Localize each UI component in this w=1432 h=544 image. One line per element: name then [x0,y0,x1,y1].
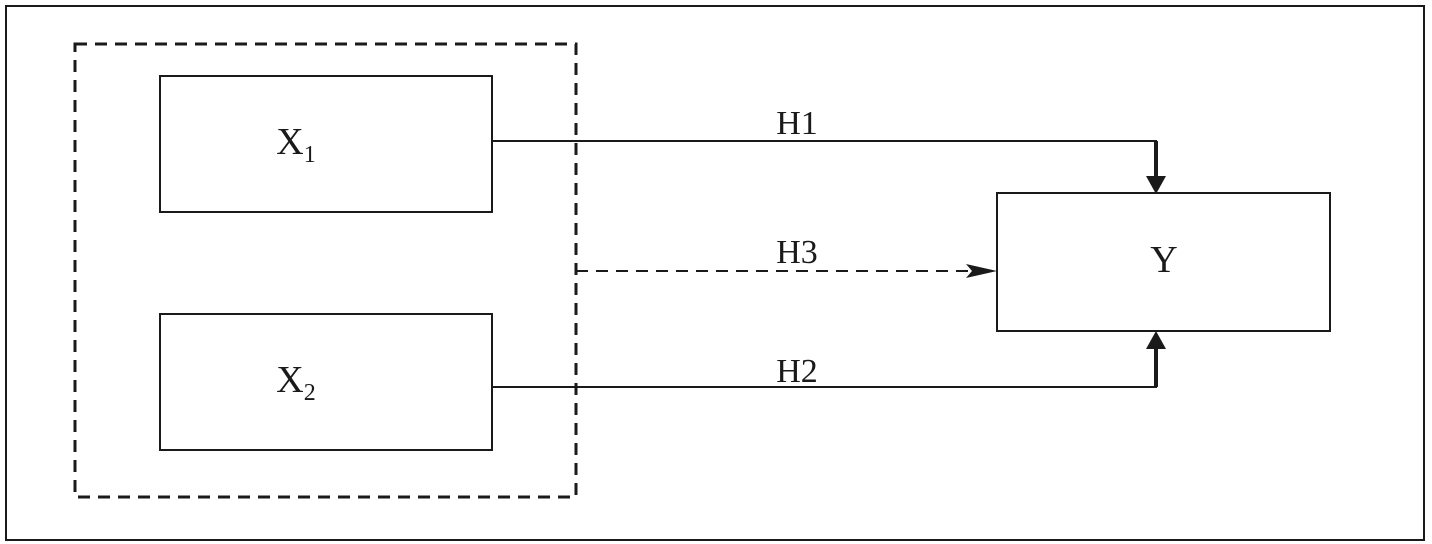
node-x2-letter: X [276,359,303,401]
node-y-box [996,192,1331,332]
edge-h2-line [492,333,1157,388]
edge-h1-shaft-thick [1154,141,1158,179]
node-x1-subscript: 1 [304,142,316,168]
edge-h2-shaft-thick [1154,347,1158,387]
edge-h2-arrowhead [1146,331,1166,349]
node-x2-box [159,313,493,451]
node-x2-subscript: 2 [304,380,316,406]
node-x1-label: X1 [276,121,315,168]
node-y-label: Y [1150,239,1177,281]
edge-h2-label: H2 [776,353,818,390]
node-x1-box [159,75,493,213]
edge-h1-line [492,140,1157,192]
edge-h1-label: H1 [776,105,818,142]
edge-h3-arrowhead [966,264,997,278]
node-x1-letter: X [276,121,303,163]
outer-frame [5,5,1425,541]
node-x2-label: X2 [276,359,315,406]
edge-h3-label: H3 [776,234,818,271]
edge-h1-arrowhead [1146,176,1166,194]
